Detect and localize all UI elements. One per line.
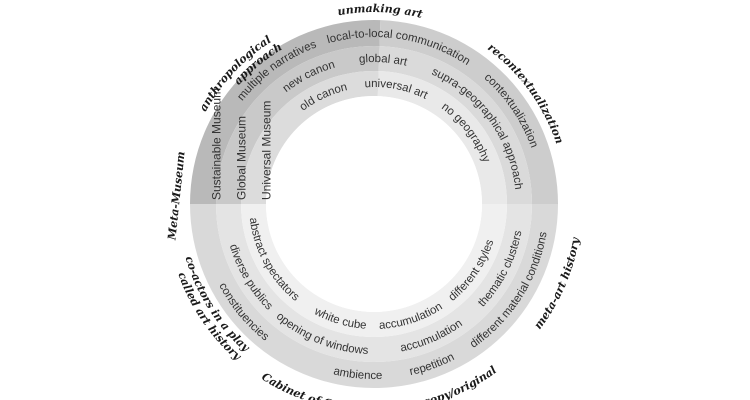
meta-museum-label: Meta-Museum [165, 151, 187, 242]
ring-inner-sector-dark [241, 70, 379, 204]
ring-sectors [190, 19, 558, 388]
ring-middle-sector-dark [216, 45, 380, 204]
ring-outer-sector-mid [379, 20, 558, 204]
global-museum-label: Global Museum [235, 116, 249, 200]
ring-label: global art [359, 53, 410, 69]
ring-inner-sector-light [241, 204, 507, 337]
ring-inner-sector-mid [377, 71, 507, 204]
ring-outer-sector-dark [190, 19, 381, 204]
ring-middle-sector-light [216, 204, 532, 362]
ring-outer-sector-light [190, 204, 558, 388]
museum-type-labels: Sustainable Museum Global Museum Univers… [210, 88, 274, 200]
unmaking-art-label: unmaking art [337, 2, 424, 21]
center-circle [266, 96, 482, 312]
sustainable-museum-label: Sustainable Museum [210, 88, 224, 200]
ring-middle-sector-mid [378, 46, 532, 204]
universal-museum-label: Universal Museum [260, 101, 274, 200]
